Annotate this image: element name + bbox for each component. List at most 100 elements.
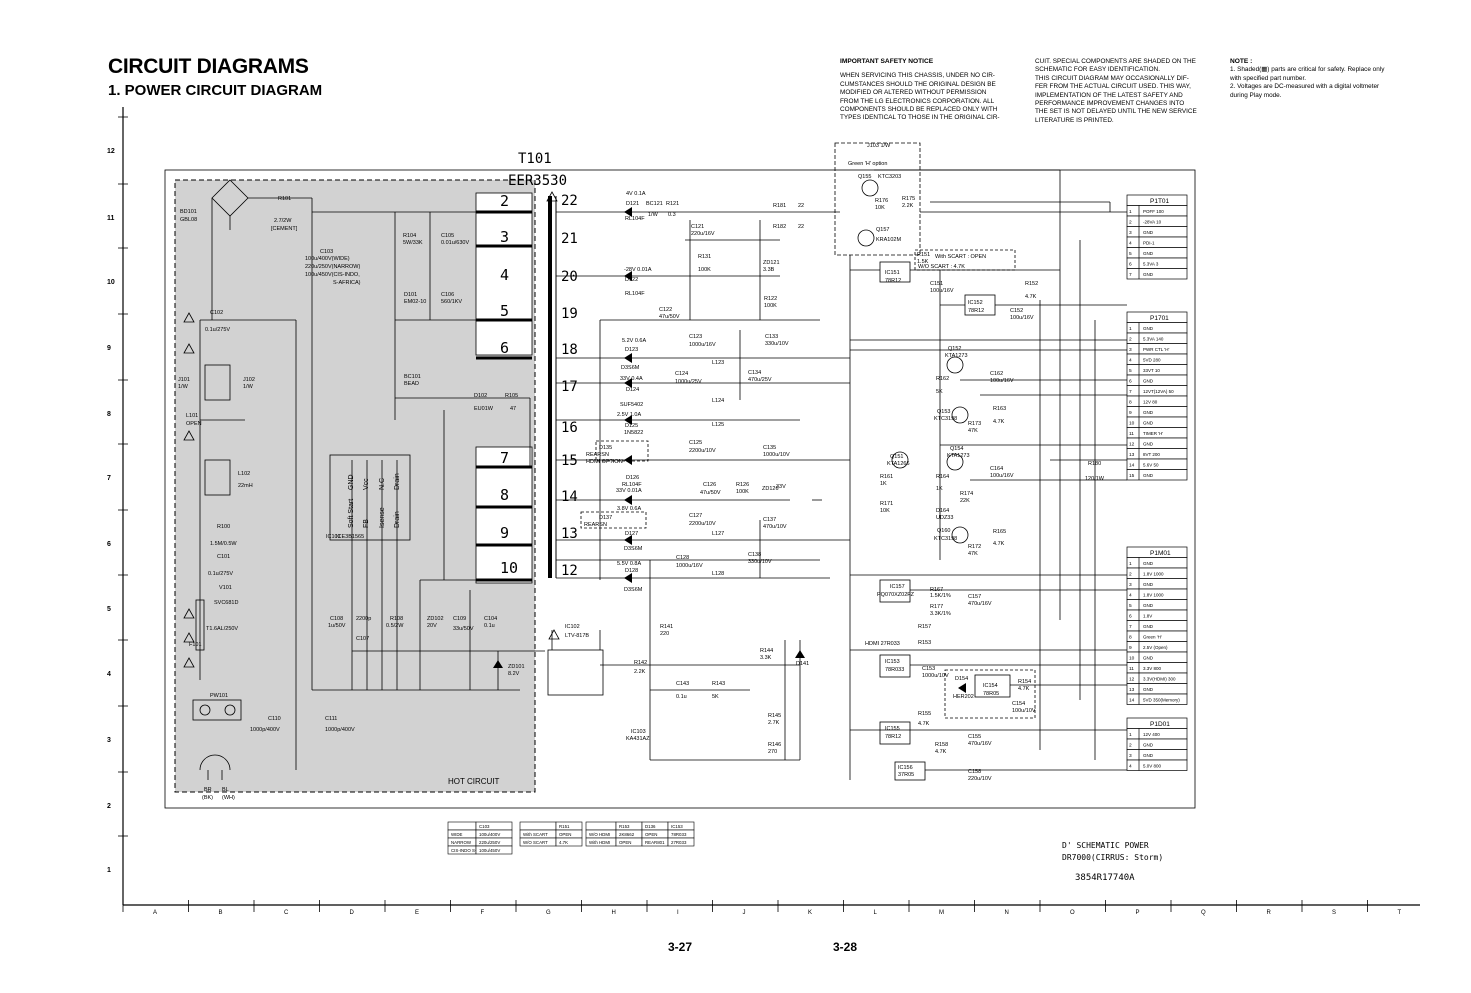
component-label-r165: R165 <box>993 529 1006 535</box>
component-label-r177v: 3.3K/1% <box>930 611 951 617</box>
grid-col-label: N <box>1005 910 1009 916</box>
component-label-r154v: 4.7K <box>1018 686 1030 692</box>
component-label-ic102v: LTV-817B <box>565 633 589 639</box>
grid-col-label: K <box>808 910 812 916</box>
component-label-bl: BL <box>222 787 229 793</box>
connector-pin-number: 9 <box>1129 410 1132 416</box>
warning-icon <box>183 343 195 354</box>
option-table-text: IC153 <box>671 824 683 829</box>
component-label-r182v: 22 <box>798 224 804 230</box>
connector-pin-row <box>1126 749 1188 761</box>
component-label-d135o: HDMI OPTION <box>586 459 623 465</box>
connector-pin-signal: 5.3VA 3 <box>1143 262 1159 267</box>
grid-col-label: J <box>743 910 746 916</box>
option-table-text: D136 <box>645 824 656 829</box>
component-label-r108: R108 <box>390 616 403 622</box>
connector-pin-signal: 12VT(12VA) 50 <box>1143 389 1174 394</box>
schematic-title: D' SCHEMATIC POWER <box>1062 841 1149 850</box>
connector-pin-row <box>1126 236 1188 248</box>
option-table-text: C103 <box>479 824 490 829</box>
connector-pin-signal: 5.6V 50 <box>1143 463 1159 468</box>
component-label-c152v: 100u/16V <box>1010 315 1034 321</box>
component-label-c123: C123 <box>689 334 702 340</box>
component-label-c155v: 470u/16V <box>968 741 992 747</box>
connector-pin-row <box>1126 469 1188 481</box>
connector-pin-signal: GND <box>1143 582 1154 587</box>
safety-notice-line: FER FROM THE ACTUAL CIRCUIT USED. THIS W… <box>1035 83 1191 91</box>
grid-col-label: F <box>481 910 485 916</box>
schematic-model: DR7000(CIRRUS: Storm) <box>1062 853 1163 862</box>
warning-icon <box>183 430 195 441</box>
transformer-secondary-pin: 13 <box>561 526 578 542</box>
component-label-r152: R152 <box>1025 281 1038 287</box>
grid-col-label: Q <box>1201 910 1206 916</box>
component-label-c122: C122 <box>659 307 672 313</box>
component-label-ic155v: 78R12 <box>885 734 901 740</box>
component-label-c134: C134 <box>748 370 761 376</box>
component-label-r158v: 4.7K <box>935 749 947 755</box>
component-label-v101: V101 <box>219 585 232 591</box>
safety-notice-line: IMPLEMENTATION OF THE LATEST SAFETY AND <box>1035 91 1183 99</box>
component-label-d123: D123 <box>625 347 638 353</box>
component-label-r122v: 100K <box>764 303 777 309</box>
option-table-cell <box>447 821 477 831</box>
ic101-pin-label: N.C <box>379 478 386 490</box>
connector-pin-number: 2 <box>1129 743 1132 749</box>
component-label-ic152: IC152 <box>968 300 983 306</box>
connector-pin-signal: GND <box>1143 421 1154 426</box>
option-table-text: R153 <box>619 824 630 829</box>
component-label-q151v: KTA1266 <box>887 461 910 467</box>
component-label-c107v: 2200p <box>356 616 371 622</box>
component-label-f101: F101 <box>189 642 202 648</box>
option-table-cell <box>555 837 583 847</box>
component-label-c111: C111 <box>325 716 337 722</box>
ic101-pin-label: FB <box>363 519 370 528</box>
note-heading: NOTE : <box>1230 58 1253 65</box>
option-table-text: 100u/400V <box>479 832 500 837</box>
component-label-r142: R142 <box>634 660 647 666</box>
safety-notice-col1: IMPORTANT SAFETY NOTICE WHEN SERVICING T… <box>840 58 1030 123</box>
component-label-l124: L124 <box>712 398 724 404</box>
component-label-zd101: ZD101 <box>508 664 525 670</box>
transformer-secondary-pin: 17 <box>561 379 578 395</box>
connector-name: P1M01 <box>1150 550 1171 557</box>
component-label-r164v: 1K <box>936 486 943 492</box>
connector-pin-signal: GND <box>1143 753 1154 758</box>
connector-pin-signal: GND <box>1143 326 1154 331</box>
component-label-bd1: BD101 <box>180 209 197 215</box>
connector-pin-number: 8 <box>1129 400 1132 406</box>
connector-pin-number: 1 <box>1129 732 1132 738</box>
component-label-d154: D154 <box>955 676 968 682</box>
component-label-bc101: BC101 <box>404 374 421 380</box>
safety-notice-line: CUIT. SPECIAL COMPONENTS ARE SHADED ON T… <box>1035 58 1196 65</box>
option-table-text: 27R033 <box>671 840 687 845</box>
component-label-ic156: IC156 <box>898 765 913 771</box>
component-label-c101v: 0.1u/275V <box>208 571 233 577</box>
safety-notice-heading: IMPORTANT SAFETY NOTICE <box>840 58 934 65</box>
component-label-r163: R163 <box>993 406 1006 412</box>
ic101-pin-label: Drain <box>394 473 401 490</box>
connector-pin-row <box>1126 268 1188 280</box>
option-table-text: 2K8662 <box>619 832 635 837</box>
component-label-r126: R126 <box>736 482 749 488</box>
connector-name: P1D01 <box>1150 721 1170 728</box>
note-item: during Play mode. <box>1230 91 1282 99</box>
connector-pin-row <box>1126 599 1188 611</box>
component-label-v52: 5.2V 0.6A <box>622 338 646 344</box>
component-label-c127v: 2200u/10V <box>689 521 716 527</box>
connector-pin-number: 9 <box>1129 645 1132 651</box>
component-label-c126v: 47u/50V <box>700 490 721 496</box>
component-label-r154: R154 <box>1018 679 1031 685</box>
component-label-c102: C102 <box>210 310 223 316</box>
connector-pin-signal: GND <box>1143 442 1154 447</box>
component-label-d101v: EM02-10 <box>404 299 426 305</box>
component-label-c124: C124 <box>675 371 688 377</box>
transformer-primary-pin: 4 <box>500 266 509 284</box>
component-label-v33b: 33V 0.01A <box>616 488 642 494</box>
page-number-right: 3-28 <box>833 940 858 954</box>
component-label-ic153: IC153 <box>885 659 900 665</box>
component-label-q153: Q153 <box>937 409 950 415</box>
